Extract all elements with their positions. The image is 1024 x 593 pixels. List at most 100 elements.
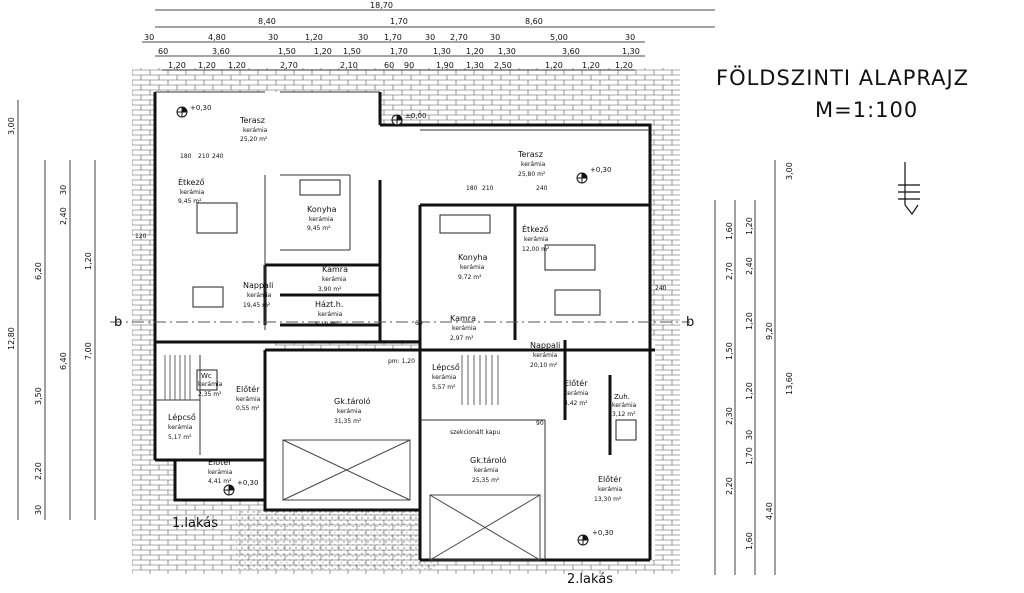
room-area: 4,42 m² [564,400,588,407]
room-finish: kerámia [598,486,623,493]
room-name: Kamra [450,314,476,323]
note-garage-door: szekcionált kapu [450,429,500,436]
room-area: 4,41 m² [208,478,232,485]
room-area: 5,10 m² [315,321,339,328]
note-parapet: pm: 1,20 [388,358,415,365]
level-marker-2: +0,30 [576,166,611,184]
frame-size: 180 [180,153,192,160]
level-markers: +0,30 +0,30 +0,30 +0,30 ±0,00 [176,104,613,546]
dim-left-mid-d: 2,20 [34,462,43,480]
room-finish: kerámia [247,292,272,299]
room-finish: kerámia [208,469,233,476]
room-finish: kerámia [474,467,499,474]
room-name: Lépcső [432,362,460,372]
room-area: 2,35 m² [198,391,222,398]
furniture [192,179,637,441]
dim-top-3e: 1,50 [343,47,361,56]
dim-top-4e: 2,10 [340,61,358,70]
frame-size: 240 [655,285,667,292]
room-name: Terasz [517,150,543,159]
room-area: 19,45 m² [243,302,271,309]
room-area: 9,45 m² [178,198,202,205]
dim-top-total: 18,70 [370,1,393,10]
dim-left-mid-b: 6,40 [59,352,68,370]
room-finish: kerámia [243,127,268,134]
room-finish: kerámia [198,381,223,388]
sofa-2 [554,289,601,316]
dim-top-3c: 1,50 [278,47,296,56]
dim-right-outer-b: 9,20 [765,322,774,340]
dim-top-2g: 30 [425,33,435,42]
room-finish: kerámia [564,390,589,397]
unit-labels: 1.lakás 2.lakás [172,516,613,587]
frame-size: 210 [482,185,494,192]
dimension-texts: 18,70 8,40 1,70 8,60 30 4,80 30 1,20 30 … [7,1,794,550]
dim-top-1b: 1,70 [390,17,408,26]
dim-top-3h: 1,20 [466,47,484,56]
dim-right-inner-e: 30 [745,430,754,440]
frame-size: 240 [536,185,548,192]
dim-left-outer-a: 3,00 [7,117,16,135]
room-finish: kerámia [612,402,637,409]
sofa-1 [192,286,224,308]
dim-left-inner-d: 7,00 [84,342,93,360]
dim-right-inner-c: 1,20 [745,312,754,330]
dim-right-mid-g: 4,40 [765,502,774,520]
north-arrow-icon [898,162,920,216]
dim-top-4l: 1,20 [582,61,600,70]
section-mark-left: b [114,315,122,330]
room-name: Terasz [239,116,265,125]
dim-right-mid-b: 2,70 [725,262,734,280]
room-finish: kerámia [460,264,485,271]
drawing-title: FÖLDSZINTI ALAPRAJZ [716,66,970,90]
room-name: Gk.tároló [334,396,371,406]
dim-top-2d: 1,20 [305,33,323,42]
room-name: Lépcső [168,412,196,422]
dim-top-2j: 5,00 [550,33,568,42]
room-name: Nappali [530,341,560,350]
dim-top-2i: 30 [490,33,500,42]
level-text: ±0,00 [405,112,426,120]
dim-top-4d: 2,70 [280,61,298,70]
level-text: +0,30 [592,529,613,537]
dim-right-outer-a: 3,00 [785,162,794,180]
dim-top-2f: 1,70 [384,33,402,42]
room-finish: kerámia [168,424,193,431]
level-text: +0,30 [590,166,611,174]
dining-table-1 [196,202,238,234]
room-area: 5,57 m² [432,384,456,391]
dim-right-mid-d: 2,30 [725,407,734,425]
room-area: 2,97 m² [450,335,474,342]
dim-top-3g: 1,30 [433,47,451,56]
room-name: Konyha [458,253,488,262]
room-finish: kerámia [322,276,347,283]
room-area: 0,55 m² [236,405,260,412]
room-finish: kerámia [318,311,343,318]
room-area: 25,80 m² [518,171,546,178]
room-name: Étkező [522,223,549,234]
level-marker-4: +0,30 [577,529,613,546]
dim-left-inner-b: 2,40 [59,207,68,225]
room-name: Előtér [598,474,622,484]
dim-top-4k: 1,20 [545,61,563,70]
dim-right-inner-d: 1,20 [745,382,754,400]
dim-top-4m: 1,20 [615,61,633,70]
section-marks: b b [114,315,694,330]
dim-top-4a: 1,20 [168,61,186,70]
dim-top-2h: 2,70 [450,33,468,42]
